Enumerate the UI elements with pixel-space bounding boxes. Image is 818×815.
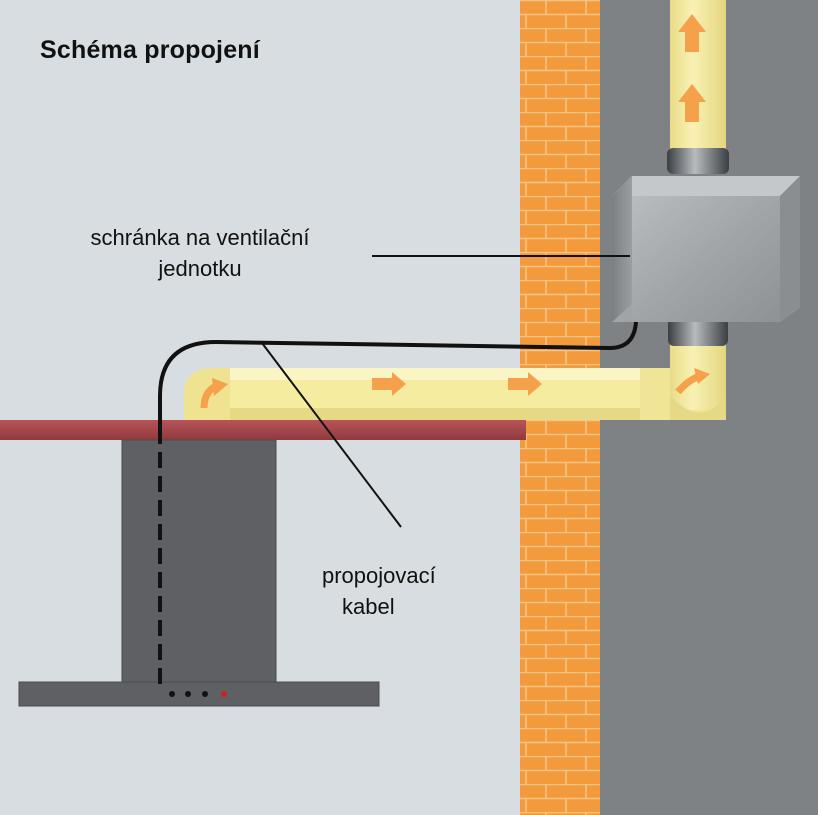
flow-arrow-icon xyxy=(678,84,706,122)
indicator-dot-active xyxy=(221,691,227,697)
unit-box-label: schránka na ventilační jednotku xyxy=(40,222,360,284)
flow-arrow-icon xyxy=(694,368,710,384)
lower-duct-collar xyxy=(668,318,728,346)
indicator-dot xyxy=(169,691,175,697)
unit-box-label-line1: schránka na ventilační xyxy=(90,225,310,250)
flow-arrow-icon xyxy=(372,372,406,396)
indicator-dot xyxy=(202,691,208,697)
flow-arrow-icon xyxy=(508,372,542,396)
diagram-title: Schéma propojení xyxy=(40,36,260,64)
cable-leader-line xyxy=(261,342,402,528)
cable-label: propojovací kabel xyxy=(322,560,492,622)
upper-duct-collar xyxy=(667,148,729,174)
flow-arrow-icon xyxy=(678,14,706,52)
shelf xyxy=(0,420,526,440)
flow-arrow-icon xyxy=(212,378,228,396)
unit-box-label-line2: jednotku xyxy=(158,256,242,281)
cable-label-line2: kabel xyxy=(342,594,395,619)
cooker-hood xyxy=(18,439,380,707)
ventilation-unit-box xyxy=(612,176,800,322)
indicator-dot xyxy=(185,691,191,697)
connecting-cable xyxy=(158,321,638,428)
cable-label-line1: propojovací xyxy=(322,563,436,588)
